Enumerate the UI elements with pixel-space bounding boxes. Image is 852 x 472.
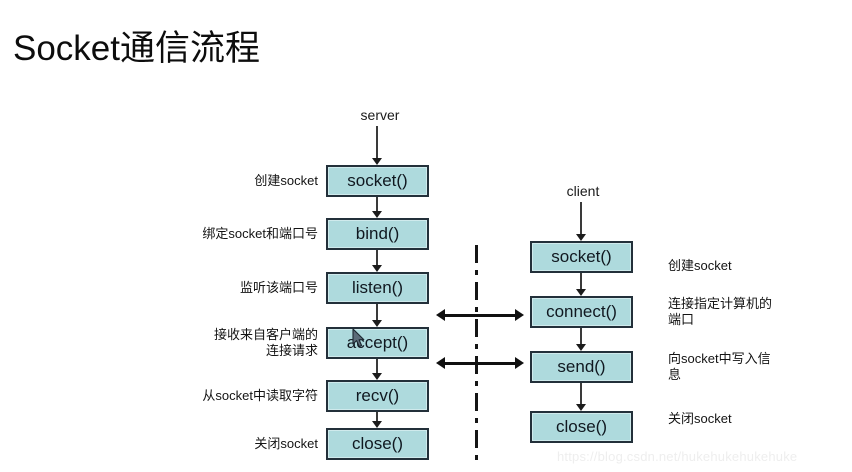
connector-stem (376, 359, 378, 374)
arrowhead-icon (372, 373, 382, 380)
bidirectional-arrow-accept-connect (436, 309, 524, 321)
client-connector-3 (575, 383, 587, 411)
arrowhead-left-icon (436, 357, 445, 369)
connector-stem (376, 126, 378, 159)
bidirectional-arrow-accept-send (436, 357, 524, 369)
arrowhead-icon (576, 344, 586, 351)
connector-stem (376, 250, 378, 266)
arrowhead-icon (576, 289, 586, 296)
client-label-connect: 连接指定计算机的 端口 (668, 296, 773, 327)
server-step-listen[interactable]: listen() (326, 272, 429, 304)
client-label-socket: 创建socket (668, 258, 732, 273)
arrowhead-right-icon (515, 309, 524, 321)
arrowhead-icon (372, 158, 382, 165)
arrow-shaft (443, 362, 517, 365)
server-connector-2 (371, 250, 383, 272)
connector-stem (580, 273, 582, 290)
arrowhead-right-icon (515, 357, 524, 369)
server-label-recv: 从socket中读取字符 (202, 388, 318, 403)
server-step-recv[interactable]: recv() (326, 380, 429, 412)
arrowhead-icon (372, 421, 382, 428)
arrowhead-icon (372, 211, 382, 218)
connector-stem (376, 412, 378, 422)
arrowhead-left-icon (436, 309, 445, 321)
arrow-shaft (443, 314, 517, 317)
server-entry-connector (371, 126, 383, 165)
server-step-accept[interactable]: accept() (326, 327, 429, 359)
server-step-bind[interactable]: bind() (326, 218, 429, 250)
server-label-bind: 绑定socket和端口号 (202, 226, 318, 241)
server-label-close: 关闭socket (254, 436, 318, 451)
page-title: Socket通信流程 (13, 29, 260, 68)
client-connector-2 (575, 328, 587, 351)
watermark-text: https://blog.csdn.net/hukehukehukehuke (557, 449, 798, 464)
client-step-send[interactable]: send() (530, 351, 633, 383)
connector-stem (580, 328, 582, 345)
server-connector-4 (371, 359, 383, 380)
client-entry-connector (575, 202, 587, 241)
server-connector-5 (371, 412, 383, 428)
client-connector-1 (575, 273, 587, 296)
client-step-connect[interactable]: connect() (530, 296, 633, 328)
connector-stem (580, 202, 582, 235)
arrowhead-icon (576, 234, 586, 241)
server-connector-1 (371, 197, 383, 218)
server-step-socket[interactable]: socket() (326, 165, 429, 197)
connector-stem (376, 304, 378, 321)
dash-dot-separator (475, 245, 478, 461)
server-label-listen: 监听该端口号 (239, 280, 318, 295)
server-label-accept: 接收来自客户端的 连接请求 (213, 327, 318, 358)
client-label-close: 关闭socket (668, 411, 732, 426)
client-step-socket[interactable]: socket() (530, 241, 633, 273)
server-step-close[interactable]: close() (326, 428, 429, 460)
connector-stem (580, 383, 582, 405)
arrowhead-icon (372, 320, 382, 327)
server-connector-3 (371, 304, 383, 327)
arrowhead-icon (372, 265, 382, 272)
client-label-send: 向socket中写入信 息 (668, 351, 771, 382)
connector-stem (376, 197, 378, 212)
client-step-close[interactable]: close() (530, 411, 633, 443)
column-header-server: server (360, 107, 400, 123)
column-header-client: client (566, 183, 600, 199)
server-label-socket: 创建socket (254, 173, 318, 188)
arrowhead-icon (576, 404, 586, 411)
